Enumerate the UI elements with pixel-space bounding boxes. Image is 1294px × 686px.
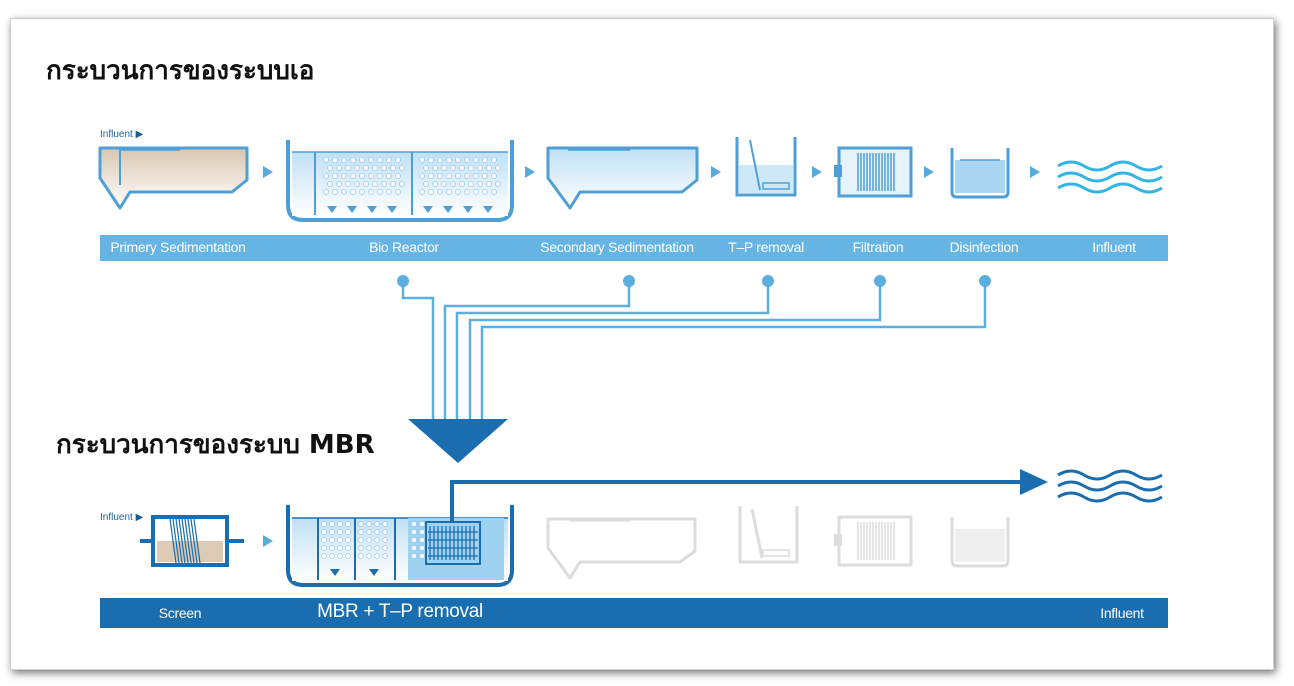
faded-eliminated-units xyxy=(546,506,1010,580)
merge-funnel-arrow xyxy=(408,419,508,463)
stage-label-tp-removal: T–P removal xyxy=(728,239,804,255)
disinfection-tank xyxy=(950,148,1010,199)
screen-unit xyxy=(140,515,244,567)
stage-label-mbr-influent: Influent xyxy=(1100,605,1144,621)
stage-label-disinfection: Disinfection xyxy=(949,239,1019,255)
mbr-tank xyxy=(286,505,514,587)
stage-label-screen: Screen xyxy=(158,605,202,621)
stage-label-bio-reactor: Bio Reactor xyxy=(369,239,439,255)
flow-arrows-top xyxy=(263,166,1040,178)
merge-connectors xyxy=(401,285,987,420)
filtration-unit xyxy=(834,146,913,198)
connector-dots xyxy=(397,275,991,287)
effluent-waves-bottom xyxy=(1057,469,1163,503)
bio-reactor-tank xyxy=(286,140,514,222)
mbr-bubbles xyxy=(321,521,425,576)
primary-sedimentation-tank xyxy=(98,146,249,210)
tp-removal-tank xyxy=(735,137,797,197)
secondary-sedimentation-tank xyxy=(546,146,699,210)
effluent-waves-top xyxy=(1057,160,1163,194)
stage-label-primary-sedimentation: Primery Sedimentation xyxy=(110,239,246,255)
stage-label-secondary-sedimentation: Secondary Sedimentation xyxy=(540,239,694,255)
stage-label-influent: Influent xyxy=(1092,239,1136,255)
stage-label-mbr-tp-removal: MBR + T–P removal xyxy=(317,601,483,622)
mbr-stage-bar: Screen MBR + T–P removal Influent xyxy=(100,598,1168,628)
mbr-outflow-arrow xyxy=(1020,469,1048,495)
mbr-process-title: กระบวนการของระบบ MBR xyxy=(56,430,375,460)
flow-arrows-bottom xyxy=(263,535,273,547)
stage-label-filtration: Filtration xyxy=(852,239,904,255)
conventional-process-title: กระบวนการของระบบเอ xyxy=(46,56,315,86)
influent-marker-bottom: Influent ▶ xyxy=(100,512,144,523)
mbr-permeate-line xyxy=(450,480,1025,522)
bio-reactor-bubbles xyxy=(322,156,501,213)
conventional-stage-bar: Primery Sedimentation Bio Reactor Second… xyxy=(100,235,1168,261)
influent-marker-top: Influent ▶ xyxy=(100,129,144,140)
